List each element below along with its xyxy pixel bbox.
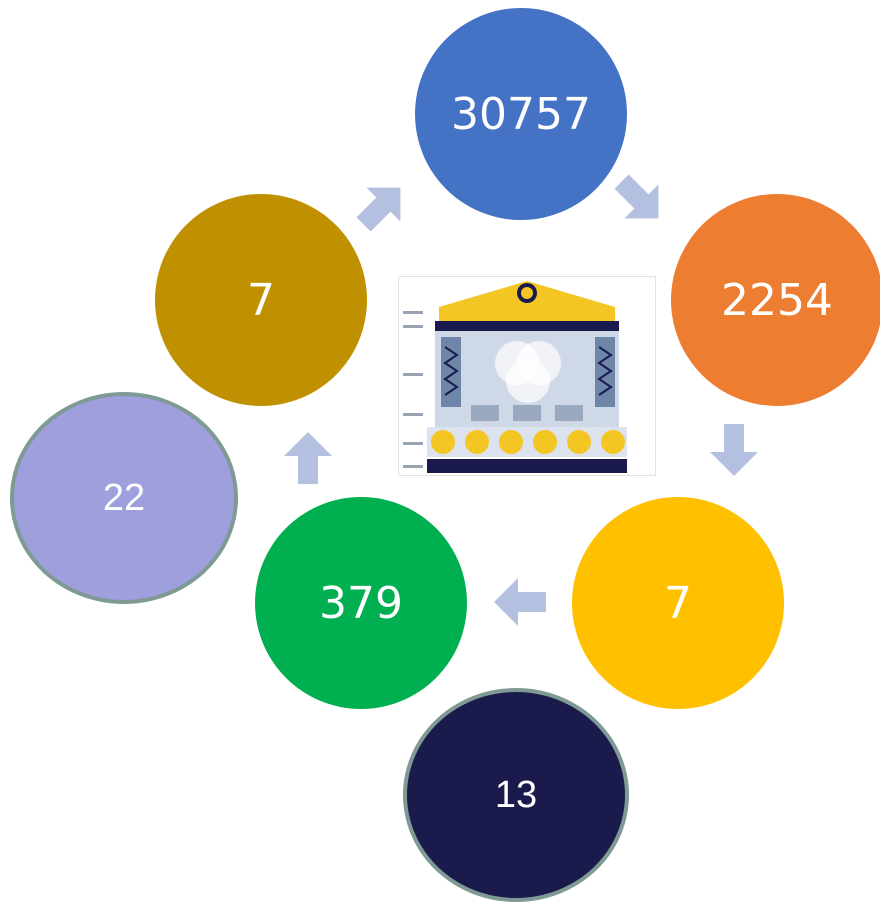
node-right-lower: 7 <box>572 497 784 709</box>
arrow-right-down-icon <box>704 420 764 480</box>
node-bottom-left: 379 <box>255 497 467 709</box>
node-right-upper: 2254 <box>671 194 880 406</box>
temple-framework-infographic <box>398 276 656 476</box>
node-bottom-value: 13 <box>494 773 538 816</box>
arrow-right-to-left-icon <box>490 572 550 632</box>
node-right-lower-value: 7 <box>664 577 692 629</box>
node-left-upper: 7 <box>155 194 367 406</box>
node-far-left-value: 22 <box>102 476 146 519</box>
node-top: 30757 <box>415 8 627 220</box>
node-bottom-left-value: 379 <box>319 577 403 629</box>
arrow-top-to-right-icon <box>598 158 683 243</box>
node-top-value: 30757 <box>451 88 591 140</box>
node-bottom: 13 <box>403 688 629 902</box>
arrow-left-to-top-icon <box>340 164 425 249</box>
arrow-up-left-icon <box>278 428 338 488</box>
node-far-left: 22 <box>10 392 238 604</box>
node-right-upper-value: 2254 <box>721 274 833 326</box>
node-left-upper-value: 7 <box>247 274 275 326</box>
